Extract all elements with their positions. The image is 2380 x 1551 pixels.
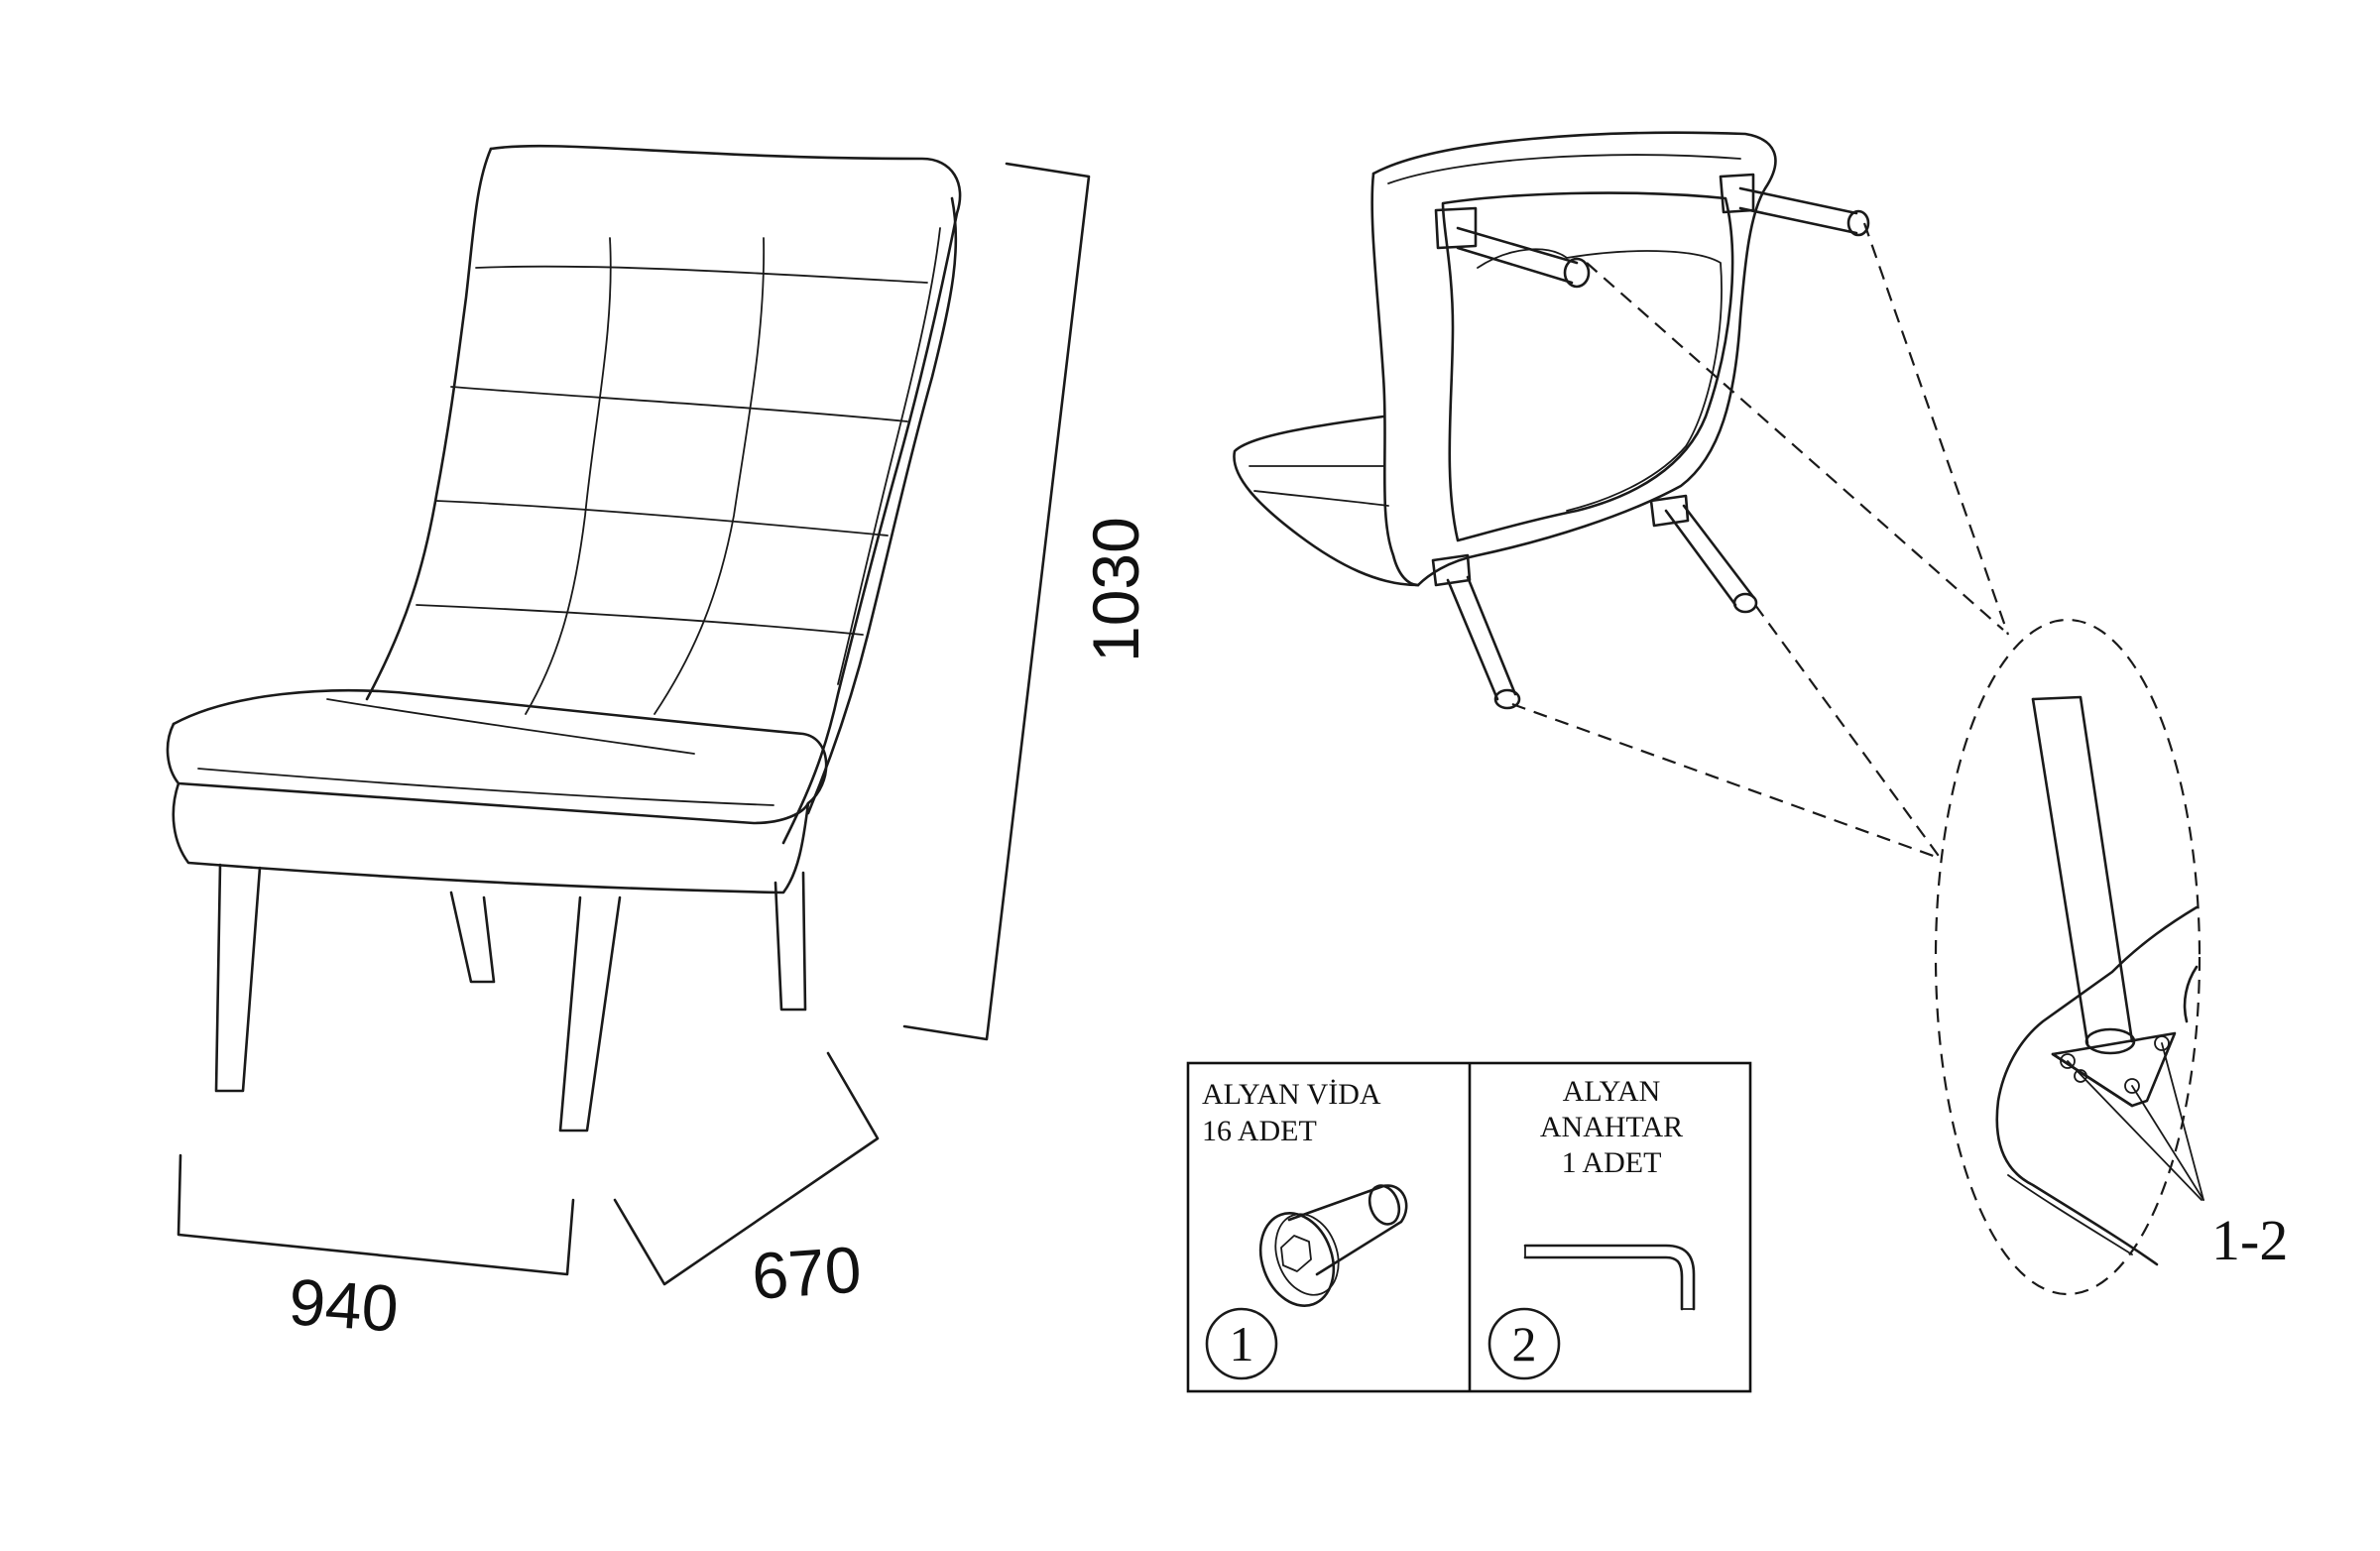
- allen-key-icon: [1523, 1244, 1696, 1311]
- height-label: 1030: [1079, 517, 1152, 662]
- parts-list-box: ALYAN VİDA 16 ADET 1 ALYAN ANAHTAR 1 ADE…: [1186, 1061, 1752, 1393]
- depth-dimension: 670: [613, 1051, 880, 1313]
- height-dimension: 1030: [902, 162, 1152, 1041]
- hex-screw-icon: [1258, 1184, 1408, 1307]
- detail-callout-label: 1-2: [2211, 1208, 2288, 1272]
- part-2-cell: ALYAN ANAHTAR 1 ADET 2: [1488, 1075, 1696, 1380]
- width-label: 940: [287, 1264, 401, 1346]
- part-2-label-line3: 1 ADET: [1562, 1146, 1662, 1179]
- part-2-label-line2: ANAHTAR: [1540, 1111, 1683, 1143]
- part-2-label-line1: ALYAN: [1563, 1075, 1661, 1108]
- chair-underside-view: [1233, 131, 1870, 710]
- chair-front-view: [166, 144, 962, 1133]
- width-dimension: 940: [177, 1153, 575, 1346]
- part-1-label-line2: 16 ADET: [1202, 1115, 1317, 1147]
- part-1-number: 1: [1230, 1316, 1254, 1372]
- depth-label: 670: [750, 1232, 864, 1313]
- part-1-label-line1: ALYAN VİDA: [1202, 1078, 1381, 1111]
- part-2-number: 2: [1512, 1316, 1537, 1372]
- part-1-cell: ALYAN VİDA 16 ADET 1: [1202, 1078, 1408, 1380]
- detail-leader-lines: [1511, 222, 2010, 864]
- detail-magnifier: 1-2: [1934, 618, 2288, 1296]
